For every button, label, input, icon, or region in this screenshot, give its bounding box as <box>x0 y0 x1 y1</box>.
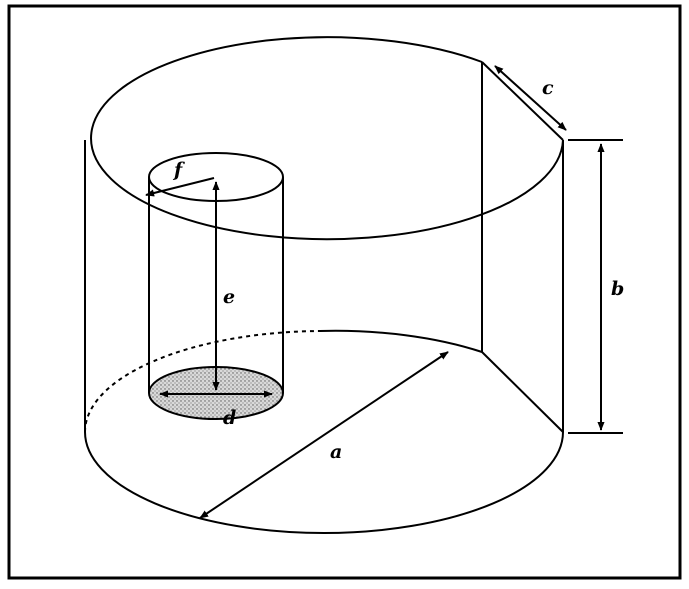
arrow-a <box>199 351 449 519</box>
dimension-arrows <box>145 65 623 519</box>
arrow-f <box>145 177 215 197</box>
outer-top-rim <box>90 36 564 241</box>
frame-border <box>7 4 682 580</box>
outer-bottom-front-arc <box>84 431 564 534</box>
label-d: d <box>223 407 236 429</box>
cutout-bottom-face <box>481 351 564 433</box>
cutout-top-face <box>481 61 564 141</box>
outer-cylinder <box>84 36 564 534</box>
label-b: b <box>611 278 624 300</box>
arrow-c <box>494 65 567 131</box>
label-e: e <box>223 286 235 308</box>
outer-bottom-back-arc <box>319 329 483 353</box>
label-c: c <box>542 77 554 99</box>
label-a: a <box>330 441 342 463</box>
label-f: f <box>172 159 185 181</box>
